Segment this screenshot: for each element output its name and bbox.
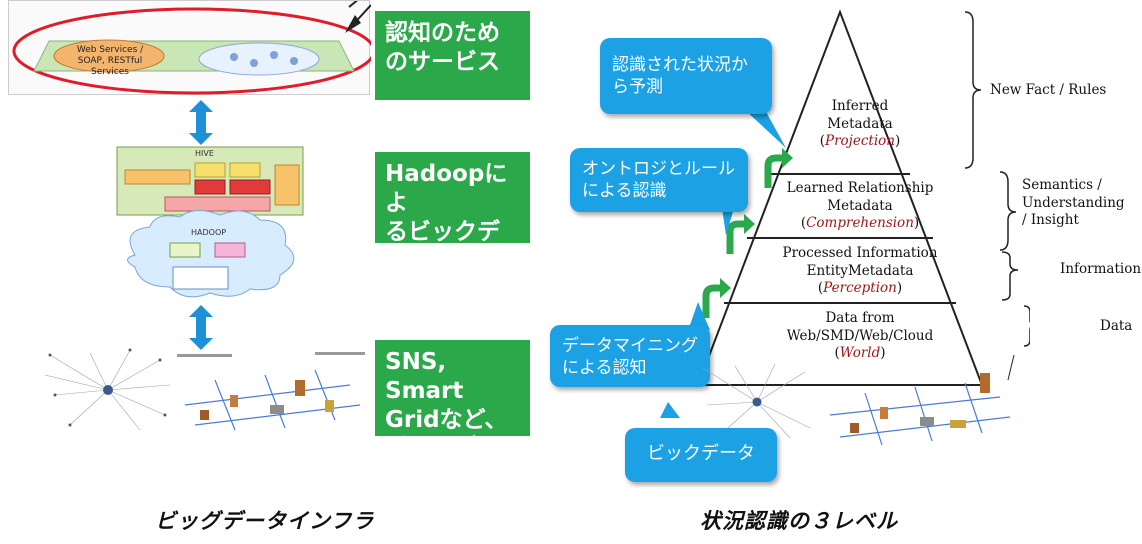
level-data-tag: World: [839, 345, 881, 362]
smart-grid-map-svg: [177, 352, 365, 431]
network-graph-svg-2: [702, 363, 811, 439]
hive-hadoop-diagram: HIVE HADOOP: [115, 145, 305, 305]
level-learned-tag: Comprehension: [806, 215, 914, 232]
level-learned: Learned Relationship Metadata (Comprehen…: [770, 180, 950, 233]
sns-smart-grid-text: SNS, Smart Gridなど、 ビックデータ: [385, 349, 508, 490]
side-braces: [964, 11, 1030, 381]
web-services-diagram: Web Services / SOAP, RESTful Services: [8, 0, 376, 95]
side-label-semantics: Semantics / Understanding / Insight: [1022, 177, 1125, 229]
bubble-ontology: オントロジとルール による認識: [570, 148, 748, 212]
smart-grid-map-image-2: [820, 365, 1020, 450]
side-label-new-fact: New Fact / Rules: [990, 82, 1107, 98]
web-services-diagram-svg: [12, 0, 376, 95]
hadoop-processing-box: Hadoopによ るビックデー タ処理: [375, 152, 530, 302]
hive-label: HIVE: [195, 149, 214, 158]
connector-arrow-2: [189, 305, 213, 350]
cognition-service-box: 認知のため のサービス: [375, 11, 530, 100]
level-data-line-1: Data from: [825, 310, 895, 326]
level-processed-tag: Perception: [823, 280, 897, 297]
hadoop-label: HADOOP: [191, 228, 227, 237]
side-label-information: Information: [1060, 261, 1142, 277]
level-processed-line-2: EntityMetadata: [806, 262, 914, 279]
right-caption: 状況認識の３レベル: [700, 509, 898, 533]
smart-grid-map-image: [175, 350, 370, 435]
step-arrow-3: [764, 148, 793, 188]
left-caption: ビッグデータインフラ: [155, 509, 375, 533]
network-graph-image: [40, 345, 175, 433]
awareness-pyramid: [696, 9, 984, 386]
level-inferred: Inferred Metadata (Projection): [790, 98, 930, 151]
connector-arrow-1: [189, 100, 213, 145]
bubble-prediction: 認識された状況か ら予測: [600, 38, 772, 114]
network-graph-image-2: [695, 360, 815, 440]
network-graph-svg: [44, 348, 171, 431]
web-services-label-1: Web Services / SOAP, RESTful: [76, 45, 144, 66]
hive-hadoop-svg: [116, 146, 304, 298]
level-inferred-line-2: Metadata: [827, 115, 893, 132]
step-arrow-1: [702, 278, 731, 318]
bubble-big-data: ビックデータ: [625, 428, 777, 482]
level-learned-line-1: Learned Relationship: [786, 180, 934, 196]
level-learned-line-2: Metadata: [827, 197, 893, 214]
level-data-line-2: Web/SMD/Web/Cloud: [786, 327, 934, 344]
sns-smart-grid-box: SNS, Smart Gridなど、 ビックデータ: [375, 340, 530, 490]
step-arrow-2: [726, 214, 755, 254]
web-services-label-2: Services: [91, 66, 129, 77]
level-processed-line-1: Processed Information: [782, 245, 938, 261]
level-data: Data from Web/SMD/Web/Cloud (World): [770, 310, 950, 363]
level-processed: Processed Information EntityMetadata (Pe…: [765, 245, 955, 298]
cognition-service-text: 認知のため のサービス: [385, 20, 500, 75]
smart-grid-map-svg-2: [829, 373, 1011, 446]
hadoop-processing-text: Hadoopによ るビックデー タ処理: [385, 161, 508, 302]
bubble-data-mining: データマイニング による認知: [550, 325, 710, 387]
level-inferred-line-1: Inferred: [831, 98, 889, 114]
level-inferred-tag: Projection: [825, 133, 895, 150]
side-label-data: Data: [1100, 318, 1133, 334]
